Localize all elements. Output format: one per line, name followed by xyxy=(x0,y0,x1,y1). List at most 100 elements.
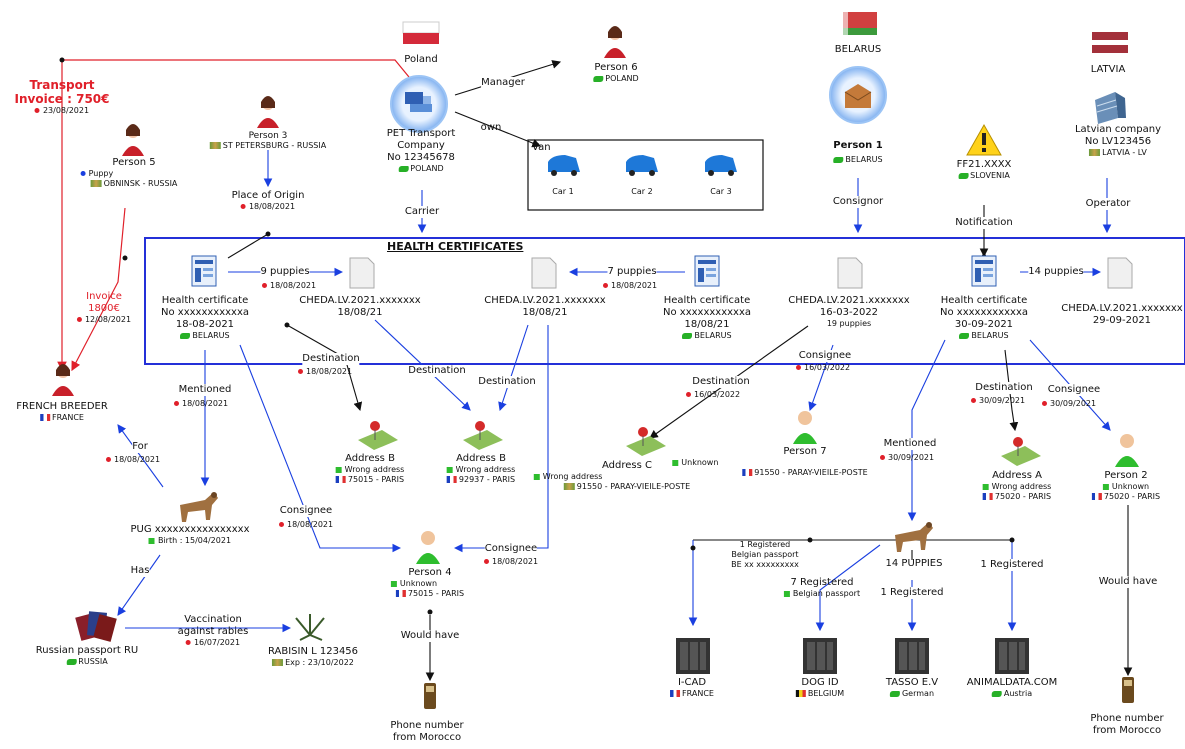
consignee-cheda3-date: 16/03/2022 xyxy=(804,363,851,372)
cheda4-number: CHEDA.LV.2021.xxxxxxx xyxy=(1061,303,1183,314)
destination-2-label: Destination xyxy=(408,365,466,377)
hc1-number: No xxxxxxxxxxxa xyxy=(160,307,250,318)
icad-node[interactable]: I-CAD FRANCE xyxy=(670,677,714,699)
person-2-name: Person 2 xyxy=(1104,470,1148,481)
transport-title: Transport xyxy=(29,78,95,92)
person-1-node[interactable]: Person 1 BELARUS xyxy=(833,140,882,165)
health-certificate-1-icon xyxy=(191,255,217,287)
phone-1-label: Phone number xyxy=(390,720,464,731)
person-3-node[interactable]: Person 3 ST PETERSBURG - RUSSIA xyxy=(209,131,326,151)
tasso-node[interactable]: TASSO E.V German xyxy=(886,677,938,699)
invoice-date: 12/08/2021 xyxy=(84,315,132,324)
person-2-node[interactable]: Person 2 Unknown 75020 - PARIS xyxy=(1091,470,1160,502)
cheda-1-node[interactable]: CHEDA.LV.2021.xxxxxxx 18/08/21 xyxy=(299,295,420,319)
registered-7-node: 7 Registered Belgian passport xyxy=(783,577,860,599)
animaldata-country: Austria xyxy=(1003,689,1033,698)
rabisin-node[interactable]: RABISIN L 123456 Exp : 23/10/2022 xyxy=(268,646,358,668)
consignee-cheda3-label: Consignee xyxy=(798,350,852,362)
passport-country: RUSSIA xyxy=(78,657,108,666)
phone-2-label: Phone number xyxy=(1090,713,1164,724)
dogid-node[interactable]: DOG ID BELGIUM xyxy=(795,677,844,699)
hc3-country: BELARUS xyxy=(971,331,1009,340)
cheda2-number: CHEDA.LV.2021.xxxxxxx xyxy=(484,295,606,306)
cheda3-date: 16-03-2022 xyxy=(819,307,879,318)
pet-company-node[interactable]: PET Transport Company No 12345678 POLAND xyxy=(387,128,456,174)
icad-name: I-CAD xyxy=(677,677,707,688)
consignee-1-date: 18/08/2021 xyxy=(287,520,334,529)
consignee-hc3-label: Consignee xyxy=(1047,384,1101,396)
latvian-company-node[interactable]: Latvian company No LV123456 LATVIA - LV xyxy=(1075,124,1161,158)
car-3-icon xyxy=(705,155,737,176)
destination-1-label: Destination xyxy=(302,353,360,365)
person-6-name: Person 6 xyxy=(594,62,638,73)
consignee-2-label: Consignee xyxy=(484,543,538,555)
person-6-country: POLAND xyxy=(605,74,639,83)
phone-2-node[interactable]: Phone number from Morocco xyxy=(1090,713,1163,737)
cheda-1-icon xyxy=(349,257,375,289)
address-b2-node[interactable]: Address B Wrong address 92937 - PARIS xyxy=(446,453,516,485)
person-5-icon xyxy=(122,124,144,156)
hc2-date: 18/08/21 xyxy=(684,319,730,330)
pug-node[interactable]: PUG xxxxxxxxxxxxxxxx Birth : 15/04/2021 xyxy=(131,524,250,546)
mentioned-2-date: 30/09/2021 xyxy=(888,453,935,462)
address-b1-node[interactable]: Address B Wrong address 75015 - PARIS xyxy=(335,453,404,485)
hc3-date: 30-09-2021 xyxy=(954,319,1014,330)
pet-company-country: POLAND xyxy=(410,164,444,173)
phone-2-icon xyxy=(1122,677,1134,703)
hc2-title: Health certificate xyxy=(663,295,751,306)
phone-1-label-2: from Morocco xyxy=(392,732,462,743)
person-5-node[interactable]: Person 5 Puppy OBNINSK - RUSSIA xyxy=(80,157,177,189)
hc2-country: BELARUS xyxy=(694,331,732,340)
health-certificate-1-node[interactable]: Health certificate No xxxxxxxxxxxa 18-08… xyxy=(161,295,249,341)
animaldata-node[interactable]: ANIMALDATA.COM Austria xyxy=(967,677,1058,699)
tasso-country: German xyxy=(901,689,935,698)
phone-2-label-2: from Morocco xyxy=(1092,725,1162,736)
address-a-name: Address A xyxy=(992,470,1042,481)
puppies-dog-icon xyxy=(895,522,933,552)
phone-1-node[interactable]: Phone number from Morocco xyxy=(390,720,463,744)
cheda1-number: CHEDA.LV.2021.xxxxxxx xyxy=(299,295,421,306)
cheda-2-node[interactable]: CHEDA.LV.2021.xxxxxxx 18/08/21 xyxy=(484,295,605,319)
pug-dog-icon xyxy=(180,492,218,522)
cheda-3-icon xyxy=(837,257,863,289)
health-certificate-3-node[interactable]: Health certificate No xxxxxxxxxxxa 30-09… xyxy=(940,295,1028,341)
address-b2-attr: Wrong address xyxy=(455,465,516,474)
vaccination-label-2: against rabies xyxy=(177,626,249,637)
consignee-hc3-date: 30/09/2021 xyxy=(1050,399,1097,408)
person-7-attr: Unknown xyxy=(681,458,719,467)
health-certificate-2-node[interactable]: Health certificate No xxxxxxxxxxxa 18/08… xyxy=(663,295,751,341)
belarus-flag-icon xyxy=(843,12,877,35)
latvia-flag-icon xyxy=(1092,32,1128,53)
puppies-14-label[interactable]: 14 PUPPIES xyxy=(885,558,943,569)
for-label: For xyxy=(132,441,148,453)
van-title: Van xyxy=(532,142,551,153)
mentioned-1-label: Mentioned xyxy=(178,384,232,396)
person-1-name: Person 1 xyxy=(833,140,883,151)
russian-passport-node[interactable]: Russian passport RU RUSSIA xyxy=(36,645,139,667)
person-6-icon xyxy=(604,26,626,58)
van-box xyxy=(527,139,764,211)
address-b1-icon xyxy=(358,421,398,450)
cheda-4-node[interactable]: CHEDA.LV.2021.xxxxxxx 29-09-2021 xyxy=(1061,303,1182,327)
french-breeder-name: FRENCH BREEDER xyxy=(16,401,108,412)
person-7-node[interactable]: Person 7 Unknown 91550 - PARAY-VIEILE-PO… xyxy=(672,446,868,478)
ff21-country: SLOVENIA xyxy=(970,171,1010,180)
address-a-node[interactable]: Address A Wrong address 75020 - PARIS xyxy=(982,470,1051,502)
cheda-3-node[interactable]: CHEDA.LV.2021.xxxxxxx 16-03-2022 19 pupp… xyxy=(788,295,909,329)
destination-1-date: 18/08/2021 xyxy=(306,367,353,376)
notification-label: Notification xyxy=(955,217,1013,229)
address-b2-location: 92937 - PARIS xyxy=(458,475,516,484)
person-6-node[interactable]: Person 6 POLAND xyxy=(593,62,639,84)
vaccine-plant-icon xyxy=(295,614,325,641)
french-breeder-node[interactable]: FRENCH BREEDER FRANCE xyxy=(16,401,108,423)
place-of-origin: Place of Origin 18/08/2021 xyxy=(232,190,305,212)
person-4-node[interactable]: Person 4 Unknown 75015 - PARIS xyxy=(390,567,464,599)
address-b2-name: Address B xyxy=(456,453,506,464)
pug-name: PUG xxxxxxxxxxxxxxxx xyxy=(130,524,250,535)
address-c-node[interactable]: Address C Wrong address 91550 - PARAY-VI… xyxy=(533,460,690,492)
ff21-node[interactable]: FF21.XXXX SLOVENIA xyxy=(957,159,1012,181)
link-9-puppies-date: 18/08/2021 xyxy=(270,281,317,290)
rabisin-expiry: Exp : 23/10/2022 xyxy=(285,658,354,667)
person-5-name: Person 5 xyxy=(112,157,156,168)
pet-company-number: No 12345678 xyxy=(387,152,455,163)
